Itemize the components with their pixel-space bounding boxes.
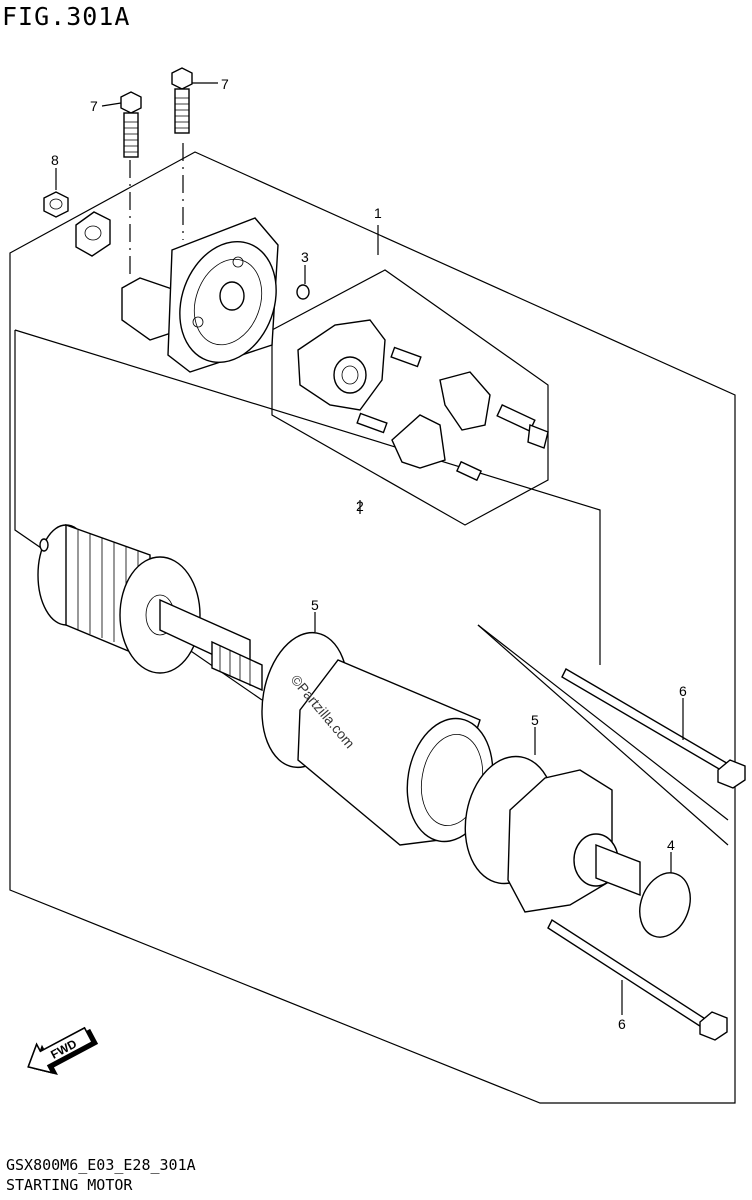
callout-4: 4 — [667, 837, 675, 853]
callout-5-right: 5 — [531, 712, 539, 728]
front-end-cover — [121, 217, 279, 373]
o-ring-4 — [639, 872, 691, 938]
through-bolt-6-lower — [547, 918, 728, 1041]
callout-7-right: 7 — [221, 76, 229, 92]
bolt-frame-b — [477, 624, 729, 821]
o-ring-3 — [296, 284, 310, 300]
callout-5-left: 5 — [311, 597, 319, 613]
armature — [37, 524, 263, 692]
rear-end-cover — [507, 769, 641, 913]
through-bolt-6-upper — [561, 668, 746, 789]
callout-8: 8 — [51, 152, 59, 168]
bolt-frame — [477, 624, 729, 846]
brush-holder-frame — [271, 269, 549, 526]
brush-holder — [297, 319, 422, 434]
bolt-7-left — [120, 91, 142, 158]
fwd-arrow-icon: FWD — [27, 1026, 99, 1075]
armature-frame-2b — [14, 329, 601, 665]
brush-plate-positive — [439, 371, 549, 449]
brush-plate-negative — [391, 414, 483, 482]
section-name: STARTING MOTOR — [6, 1176, 133, 1194]
leader-7a — [101, 102, 122, 107]
callout-6-lower: 6 — [618, 1016, 626, 1032]
callout-7-left: 7 — [90, 98, 98, 114]
castle-nut — [75, 211, 111, 257]
callout-3: 3 — [301, 249, 309, 265]
assembly-frame-1 — [9, 151, 736, 1104]
bolt-7-right — [171, 67, 193, 134]
model-code: GSX800M6_E03_E28_301A — [6, 1156, 196, 1174]
nut-8 — [43, 191, 69, 218]
callout-2: 2 — [356, 498, 364, 514]
callout-6-upper: 6 — [679, 683, 687, 699]
figure-title: FIG.301A — [2, 2, 131, 31]
callout-1: 1 — [374, 205, 382, 221]
